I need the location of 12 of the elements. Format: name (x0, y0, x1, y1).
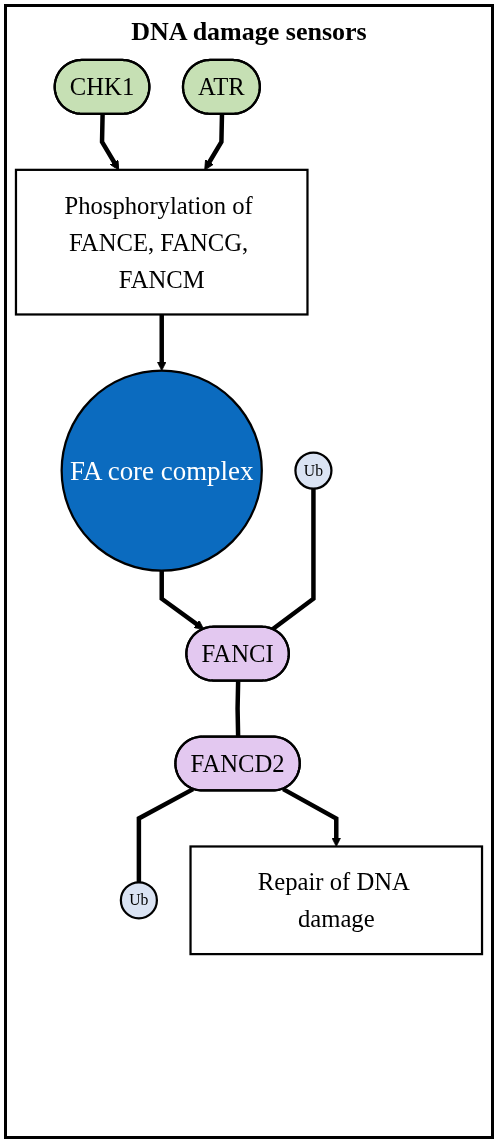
arrow (156, 314, 167, 371)
arrow (159, 570, 205, 630)
node-circle (294, 451, 333, 490)
connector (136, 787, 195, 883)
arrow (282, 787, 342, 847)
node-box (14, 168, 309, 316)
connector (271, 488, 316, 632)
title: DNA damage sensors (131, 17, 367, 47)
node-circle (119, 881, 158, 920)
diagram-frame: DNA damage sensors CHK1 ATR Phosphorylation of FANCE, FANCG, FANCM FA core complex Ub FANCI FANCD2 Ub Repair of DNA damage (4, 4, 494, 1139)
node-box (189, 845, 484, 956)
node-circle (60, 369, 263, 572)
